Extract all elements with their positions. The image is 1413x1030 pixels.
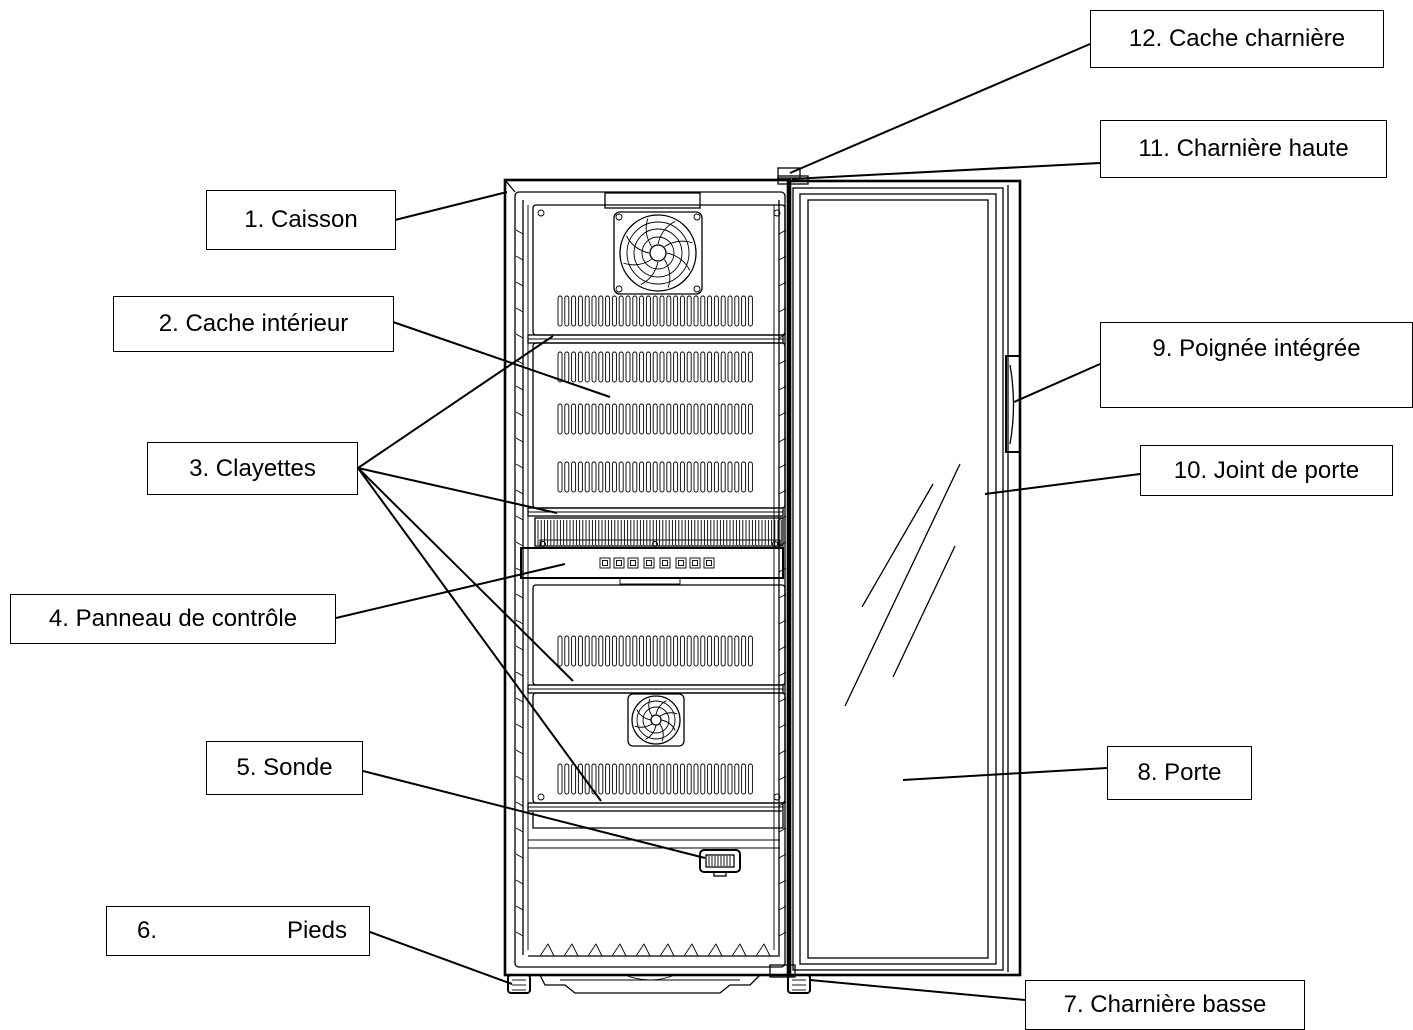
- label-panneau-controle: 4. Panneau de contrôle: [10, 594, 336, 644]
- upper-compartment: [532, 204, 786, 336]
- label-cache-charniere: 12. Cache charnière: [1090, 10, 1384, 68]
- label-charniere-haute: 11. Charnière haute: [1100, 120, 1387, 178]
- door: [786, 179, 1022, 977]
- label-clayettes: 3. Clayettes: [147, 442, 358, 495]
- label-porte: 8. Porte: [1107, 746, 1252, 800]
- right-foot: [787, 974, 811, 994]
- shelf-4: [527, 802, 784, 812]
- label-pieds: 6. Pieds: [106, 906, 370, 956]
- label-joint-porte: 10. Joint de porte: [1140, 445, 1393, 496]
- hinge-cover: [777, 167, 801, 179]
- bottom-hinge-part: [769, 964, 796, 978]
- upper-fan: [613, 211, 703, 295]
- middle-compartment: [532, 584, 786, 686]
- vent-row-cover-1: [557, 351, 753, 383]
- vent-row-cover-3: [557, 461, 753, 493]
- vent-row-lower: [557, 763, 753, 795]
- base: [539, 974, 761, 994]
- probe: [699, 849, 741, 877]
- bottom-area: [528, 812, 784, 957]
- label-pieds-text: Pieds: [286, 917, 347, 944]
- lower-fan: [627, 693, 685, 747]
- label-charniere-basse: 7. Charnière basse: [1025, 980, 1305, 1030]
- label-caisson: 1. Caisson: [206, 190, 396, 250]
- interior-cover: [532, 342, 786, 509]
- shelf-3: [527, 684, 784, 694]
- leader-lines: [335, 43, 1141, 1001]
- vent-row-cover-2: [557, 403, 753, 435]
- vent-row-middle: [557, 635, 753, 667]
- control-panel: [520, 539, 784, 585]
- lower-compartment: [532, 692, 786, 804]
- label-pieds-number: 6.: [137, 917, 158, 944]
- evaporator-fins: [534, 517, 784, 547]
- label-sonde: 5. Sonde: [206, 741, 363, 795]
- vent-row-upper: [557, 295, 753, 327]
- shelf-2: [527, 507, 784, 517]
- door-handle: [1005, 355, 1021, 453]
- label-poignee-integree: 9. Poignée intégrée: [1100, 322, 1413, 408]
- left-foot: [507, 974, 531, 994]
- label-cache-interieur: 2. Cache intérieur: [113, 296, 394, 352]
- shelf-1: [527, 334, 784, 344]
- top-hinge: [777, 175, 809, 185]
